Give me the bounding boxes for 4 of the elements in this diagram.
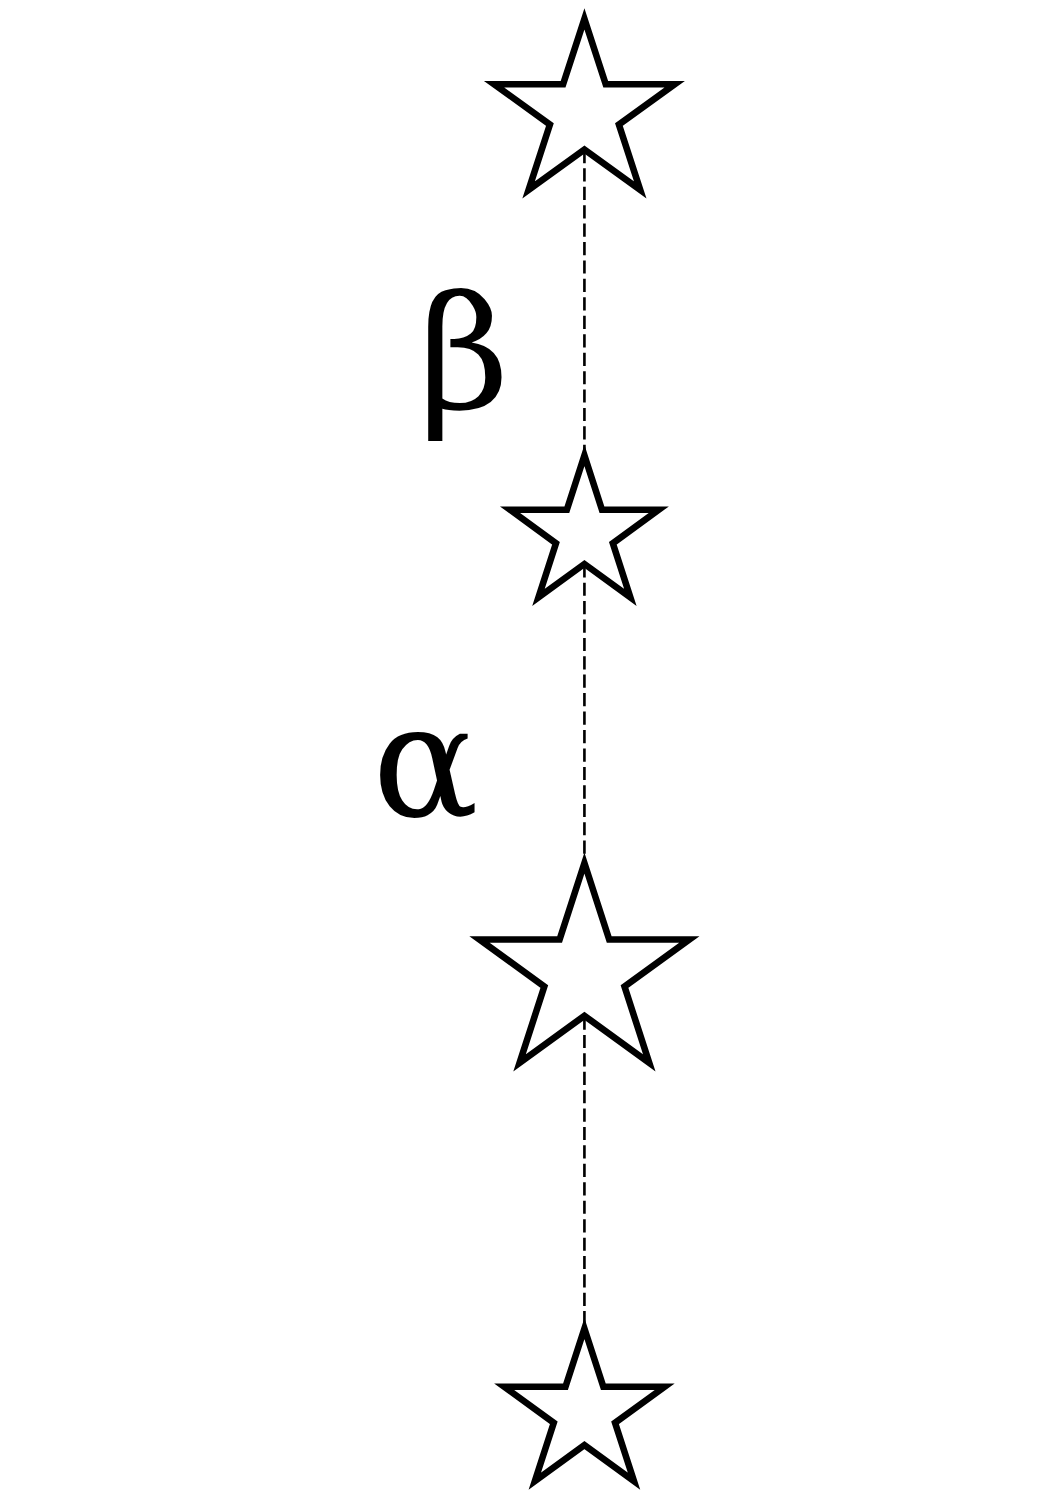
node-star [483,8,685,199]
node-label: α [371,669,479,853]
node-label: β [417,262,509,446]
node-star [468,852,699,1072]
